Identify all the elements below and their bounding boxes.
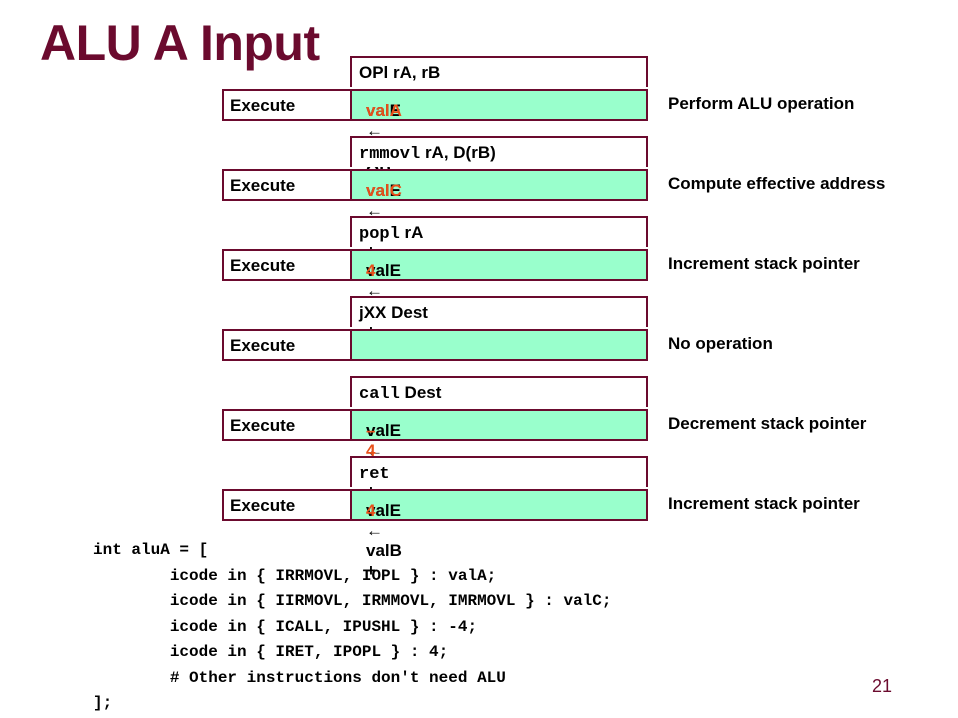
- instruction-name: jXX Dest: [359, 303, 428, 322]
- stage-label: Execute: [230, 256, 296, 275]
- instruction-operands: rA: [399, 223, 424, 242]
- stage-label: Execute: [230, 416, 296, 435]
- instruction-name: OPl rA, rB: [359, 63, 441, 82]
- execute-label-box: Execute: [222, 329, 352, 361]
- execute-label-box: Execute: [222, 409, 352, 441]
- code-line: # Other instructions don't need ALU: [93, 668, 506, 687]
- instruction-header: OPl rA, rB: [350, 56, 648, 87]
- instruction-mono: ret: [359, 465, 390, 484]
- description-text: Increment stack pointer: [668, 494, 860, 513]
- expression-operand: valC: [366, 181, 402, 200]
- instruction-operands: Dest: [399, 383, 442, 402]
- code-line: icode in { ICALL, IPUSHL } : -4;: [93, 617, 478, 636]
- instruction-operands: rA, D(rB): [420, 143, 496, 162]
- execute-stage-box: valE ← valB OP valA: [350, 89, 648, 180]
- expression-base: valE ← valB +: [366, 501, 402, 580]
- stage-label: Execute: [230, 336, 296, 355]
- instruction-header: rmmovl rA, D(rB): [350, 136, 648, 167]
- execute-stage-box: valE ← valB + valC: [350, 169, 648, 260]
- description-text: Decrement stack pointer: [668, 414, 867, 433]
- stage-label: Execute: [230, 96, 296, 115]
- description-text: Compute effective address: [668, 174, 886, 193]
- instruction-header: popl rA: [350, 216, 648, 247]
- stage-label: Execute: [230, 496, 296, 515]
- code-line: icode in { IRET, IPOPL } : 4;: [93, 643, 449, 661]
- code-line: icode in { IIRMOVL, IRMMOVL, IMRMOVL } :…: [93, 592, 612, 610]
- code-line: int aluA = [: [93, 541, 209, 559]
- stage-label: Execute: [230, 176, 296, 195]
- instruction-mono: rmmovl: [359, 145, 421, 164]
- instruction-header: jXX Dest: [350, 296, 648, 327]
- execute-stage-box: valE ← valB + –4: [350, 409, 648, 500]
- expression-operand: valA: [366, 101, 402, 120]
- description-text: Perform ALU operation: [668, 94, 855, 113]
- instruction-header: call Dest: [350, 376, 648, 407]
- expression-operand: 4: [366, 501, 376, 520]
- execute-stage-box: valE ← valB + 4: [350, 489, 648, 580]
- execute-label-box: Execute: [222, 489, 352, 521]
- code-line: ];: [93, 694, 113, 712]
- hcl-code-block: int aluA = [ icode in { IRRMOVL, IOPL } …: [93, 538, 611, 717]
- execute-label-box: Execute: [222, 249, 352, 281]
- instruction-mono: call: [359, 385, 400, 404]
- instruction-mono: popl: [359, 225, 400, 244]
- execute-stage-box: [350, 329, 648, 361]
- execute-label-box: Execute: [222, 169, 352, 201]
- execute-stage-box: valE ← valB + 4: [350, 249, 648, 340]
- description-text: Increment stack pointer: [668, 254, 860, 273]
- execute-label-box: Execute: [222, 89, 352, 121]
- expression-operand: –4: [366, 421, 376, 460]
- instruction-header: ret: [350, 456, 648, 487]
- code-line: icode in { IRRMOVL, IOPL } : valA;: [93, 566, 497, 585]
- page-number: 21: [872, 676, 893, 696]
- expression-operand: 4: [366, 261, 376, 280]
- description-text: No operation: [668, 334, 773, 353]
- slide-title: ALU A Input: [40, 15, 320, 71]
